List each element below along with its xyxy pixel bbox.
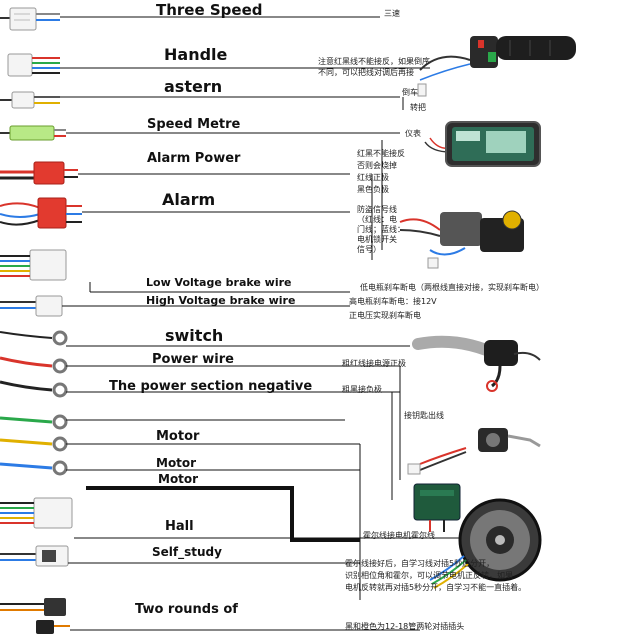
astern-connector <box>0 91 60 109</box>
key-switch <box>407 428 541 475</box>
note-high-brake-2: 正电压实现刹车断电 <box>349 311 421 320</box>
note-throttle: 转把 <box>410 103 426 112</box>
note-alarm-power-2: 否则会烧掉 <box>357 161 397 170</box>
note-alarm-4: 电机锁开关 <box>357 235 397 244</box>
ring-terminal-motor-2 <box>0 436 68 452</box>
brake-lever <box>412 335 541 392</box>
note-two-rounds: 黑和橙色为12-18管两轮对插插头 <box>345 622 465 631</box>
note-key-switch: 接钥匙出线 <box>404 411 444 420</box>
ring-terminal-power <box>0 356 68 374</box>
note-alarm-2: （红线：电 <box>357 215 397 224</box>
note-self-study-1: 霍尔线接好后，自学习线对插5秒后分开， <box>345 559 495 568</box>
speed-metre-connector <box>0 125 66 141</box>
label-three-speed: Three Speed <box>156 1 263 19</box>
note-alarm-5: 信号） <box>357 245 381 254</box>
label-alarm: Alarm <box>162 190 216 209</box>
note-low-brake: 低电瓶刹车断电（两根线直接对接，实现刹车断电） <box>360 283 544 292</box>
label-power-negative: The power section negative <box>109 379 313 394</box>
multi-wire-connector <box>0 249 67 281</box>
label-low-voltage-brake: Low Voltage brake wire <box>146 276 292 289</box>
note-alarm-power-4: 黑色负极 <box>357 185 389 194</box>
ring-terminal-motor-1 <box>0 414 68 430</box>
throttle-grip <box>417 36 576 97</box>
note-reverse: 倒车 <box>402 88 418 97</box>
note-meter: 仪表 <box>405 129 421 138</box>
label-motor-2: Motor <box>156 456 197 470</box>
ring-terminal-motor-3 <box>0 460 68 476</box>
label-handle: Handle <box>164 45 228 64</box>
label-self-study: Self_study <box>152 545 222 559</box>
note-self-study-2: 识别相位角和霍尔，可以调节电机正反转，如果 <box>345 571 513 580</box>
note-three-speed: 三速 <box>384 9 400 18</box>
alarm-connector <box>0 197 82 229</box>
two-rounds-connector <box>0 598 70 634</box>
label-switch: switch <box>165 326 224 345</box>
right-components <box>399 36 576 589</box>
lcd-meter <box>424 121 541 167</box>
note-alarm-power-1: 红黑不能接反 <box>357 149 405 158</box>
label-power-wire: Power wire <box>152 352 234 367</box>
leader-lines <box>60 16 470 631</box>
ring-terminal-switch <box>0 330 68 346</box>
handle-connector <box>7 53 60 77</box>
note-hall: 霍尔线接电机霍尔线 <box>363 531 435 540</box>
hall-connector <box>0 497 73 529</box>
note-alarm-3: 门线；蓝线： <box>357 225 405 234</box>
label-high-voltage-brake: High Voltage brake wire <box>146 294 296 307</box>
self-study-connector <box>0 545 69 567</box>
label-motor-1: Motor <box>156 429 200 444</box>
label-astern: astern <box>164 77 223 96</box>
label-speed-metre: Speed Metre <box>147 117 241 132</box>
label-hall: Hall <box>165 519 194 534</box>
note-alarm-power-3: 红线正极 <box>357 173 389 182</box>
motor-thick-line <box>86 486 360 542</box>
note-handle-1: 注意红黑线不能接反，如果倒序 <box>318 57 430 66</box>
note-handle-2: 不同，可以把线对调后再接 <box>318 68 414 77</box>
ring-terminal-negative <box>0 380 68 398</box>
label-two-rounds: Two rounds of <box>135 602 238 617</box>
note-power-negative: 粗黑接负极 <box>342 385 382 394</box>
note-high-brake-1: 高电瓶刹车断电：接12V <box>349 297 437 306</box>
alarm-siren <box>399 210 524 269</box>
brake-connector <box>0 295 63 317</box>
label-motor-3: Motor <box>158 472 199 486</box>
three-speed-connector <box>0 7 60 31</box>
controller-box <box>413 483 461 532</box>
alarm-power-connector <box>0 161 78 185</box>
left-connectors <box>0 7 82 634</box>
hub-motor <box>429 498 542 589</box>
note-self-study-3: 电机反转就再对插5秒分开，自学习不能一直插着。 <box>345 583 527 592</box>
label-alarm-power: Alarm Power <box>147 151 241 166</box>
note-alarm-1: 防盗信号线 <box>357 205 397 214</box>
note-power-positive: 粗红线接电源正极 <box>342 359 406 368</box>
